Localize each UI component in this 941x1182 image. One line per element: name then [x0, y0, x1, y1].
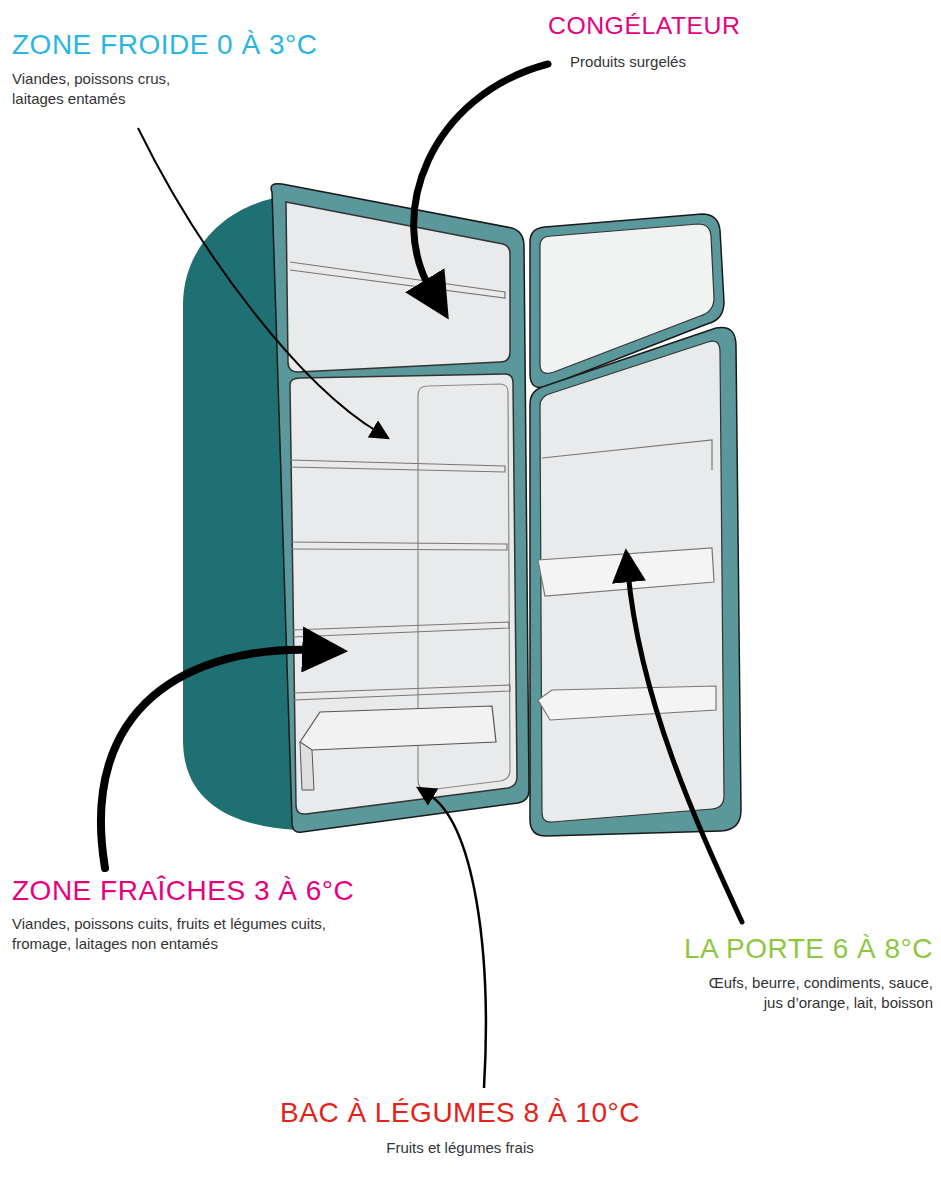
vegetable-drawer — [300, 706, 496, 750]
zone-note: Viandes, poissons cuits, fruits et légum… — [12, 914, 347, 953]
vegetable-drawer — [300, 742, 314, 790]
fridge-shelf — [290, 542, 507, 550]
zone-note: Produits surgelés — [548, 52, 708, 72]
freezer-shelf — [290, 262, 505, 298]
freezer-compartment — [286, 202, 510, 372]
fridge-shelf — [290, 460, 505, 472]
zone-note: Fruits et légumes frais — [240, 1138, 680, 1158]
leader-arrow — [138, 128, 378, 432]
zone-note: Viandes, poissons crus, laitages entamés — [12, 69, 187, 108]
fridge-shelf — [292, 622, 509, 637]
leader-arrow — [101, 650, 316, 868]
fridge-shelf — [294, 685, 510, 700]
zone-heading: ZONE FRAÎCHES 3 À 6°C — [12, 876, 382, 907]
door-shelf — [542, 440, 712, 470]
zone-heading: BAC À LÉGUMES 8 À 10°C — [240, 1098, 680, 1129]
leader-arrow — [414, 64, 548, 292]
leader-arrow — [628, 572, 742, 922]
door-shelf — [538, 686, 716, 720]
fridge-frame — [271, 184, 529, 833]
zone-heading: ZONE FROIDE 0 À 3°C — [12, 30, 352, 61]
leader-arrow — [428, 794, 486, 1088]
zone-heading: CONGÉLATEUR — [548, 12, 708, 39]
zone-heading: LA PORTE 6 À 8°C — [580, 934, 933, 965]
zone-note: Œufs, beurre, condiments, sauce, jus d’o… — [693, 973, 933, 1012]
fridge-compartment — [290, 374, 517, 814]
fridge-door — [530, 327, 741, 836]
